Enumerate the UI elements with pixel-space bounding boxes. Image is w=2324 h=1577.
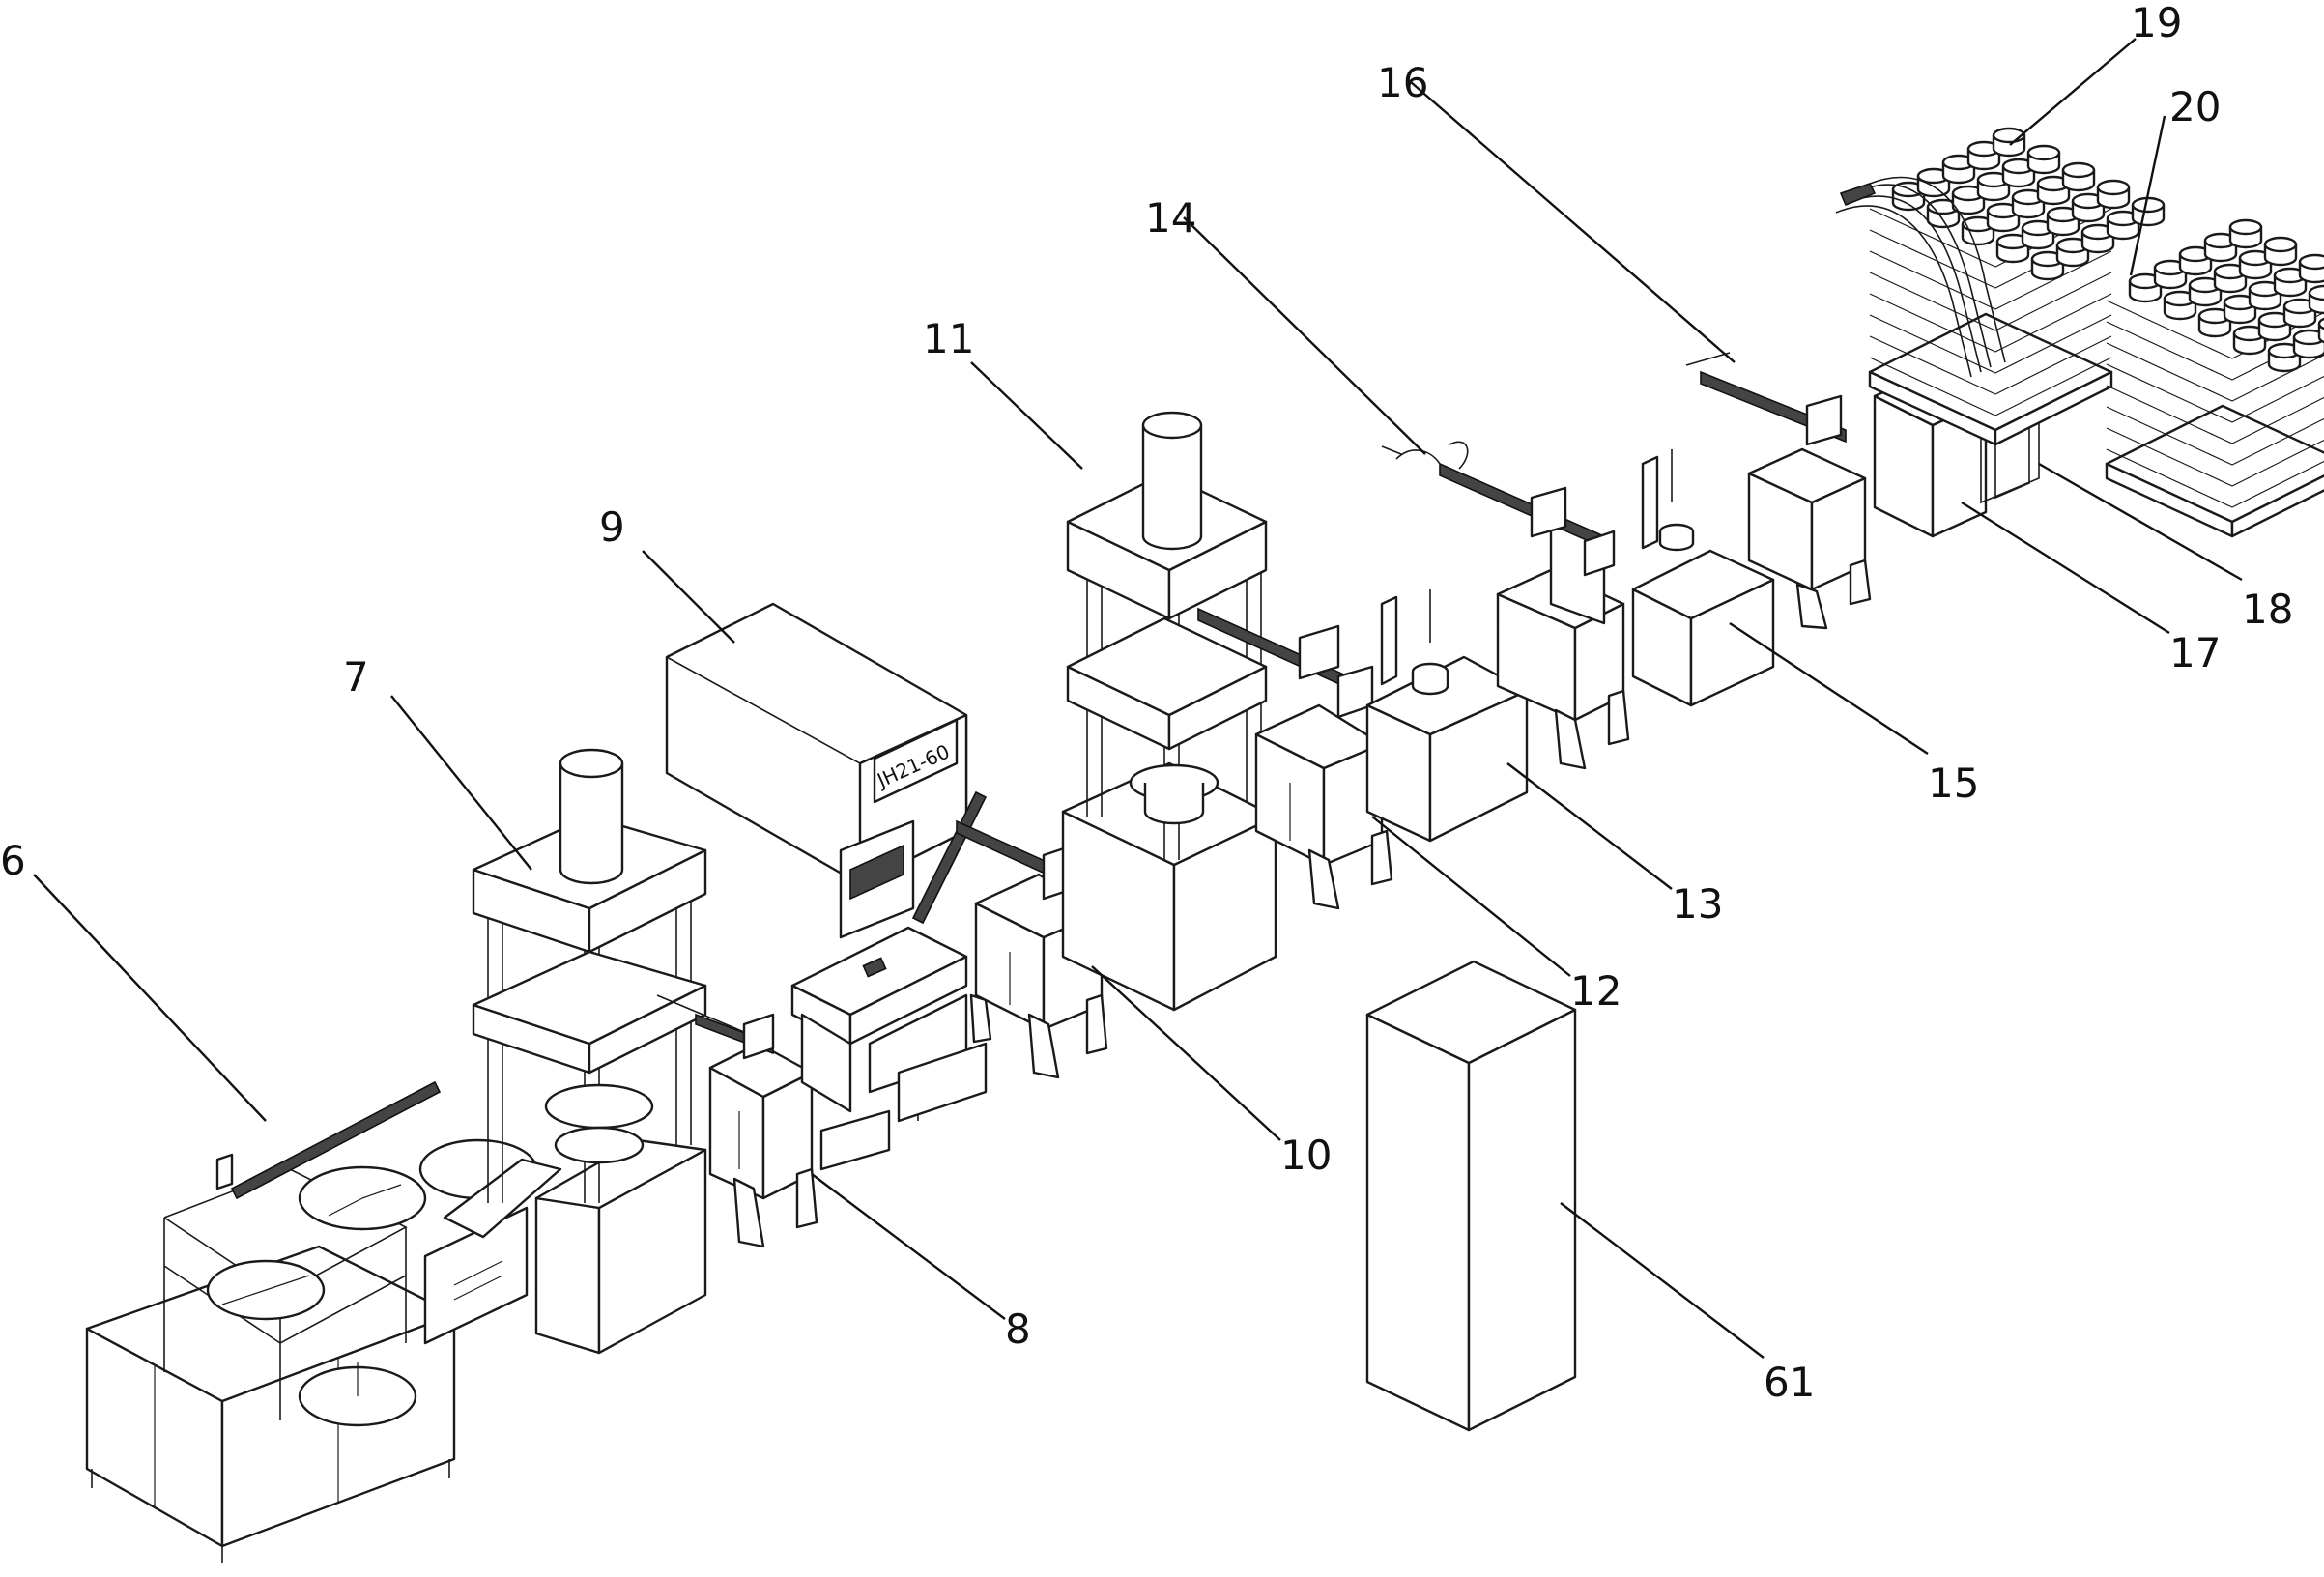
leader-16 [1411, 82, 1735, 362]
leader-19 [2010, 39, 2136, 145]
label-11: 11 [923, 315, 974, 362]
label-13: 13 [1672, 880, 1723, 928]
label-6: 6 [0, 837, 26, 884]
label-10: 10 [1280, 1132, 1332, 1179]
leader-8 [812, 1174, 1005, 1319]
leader-14 [1184, 217, 1425, 454]
leader-6 [34, 875, 266, 1121]
label-15: 15 [1928, 760, 1979, 807]
label-19: 19 [2131, 0, 2182, 46]
pallet-stack-19 [1870, 129, 2164, 444]
leader-20 [2131, 116, 2165, 275]
stack20-can-top [2230, 220, 2261, 234]
leader-11 [971, 362, 1082, 469]
stack19-can-top [2063, 163, 2094, 177]
label-61: 61 [1764, 1359, 1815, 1406]
hydraulic-press-11 [1063, 413, 1276, 1010]
leader-61 [1561, 1203, 1764, 1358]
leader-12 [1372, 817, 1570, 976]
leader-13 [1507, 763, 1672, 889]
stack19-can-top [2028, 146, 2059, 159]
leader-7 [391, 696, 531, 870]
label-17: 17 [2169, 629, 2221, 676]
label-18: 18 [2242, 586, 2293, 633]
leader-17 [1962, 502, 2169, 633]
label-9: 9 [599, 503, 625, 551]
label-12: 12 [1570, 967, 1621, 1015]
label-7: 7 [343, 653, 369, 701]
stack19-can-top [2133, 198, 2164, 212]
pallet-stack-20 [2107, 220, 2324, 536]
label-20: 20 [2169, 83, 2221, 130]
stack19-can-top [2098, 181, 2129, 194]
feeder-station-6 [87, 1082, 560, 1563]
label-16: 16 [1377, 59, 1428, 106]
label-8: 8 [1005, 1305, 1031, 1353]
electrical-cabinet-61 [1367, 961, 1575, 1430]
leader-9 [643, 551, 734, 643]
stack20-can-top [2310, 286, 2324, 300]
label-14: 14 [1145, 194, 1196, 242]
stack20-can-top [2265, 238, 2296, 251]
stack20-can-top [2300, 255, 2324, 269]
leader-15 [1730, 623, 1928, 754]
